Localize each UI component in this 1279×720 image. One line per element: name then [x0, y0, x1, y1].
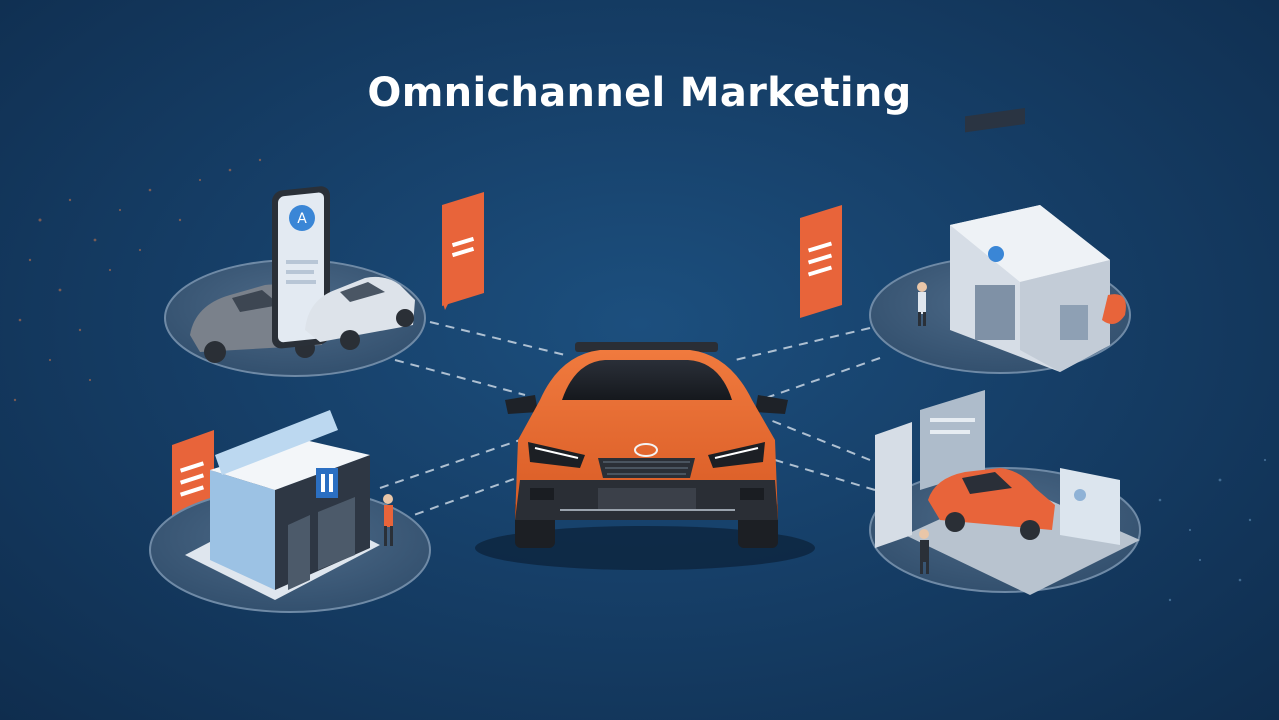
store-logo-icon	[316, 468, 338, 498]
chat-bubble-icon	[800, 205, 842, 318]
particle-dots-right	[1158, 458, 1267, 602]
particle-dots-left	[13, 158, 262, 402]
store-logo-icon	[988, 246, 1004, 262]
online-showroom-channel	[869, 390, 1141, 595]
flagship-store-channel	[149, 410, 431, 613]
chat-bubble-icon	[442, 192, 484, 310]
connector-lines	[379, 321, 881, 521]
orange-car-icon	[928, 468, 1055, 540]
page-title: Omnichannel Marketing	[367, 70, 912, 116]
orange-suv-icon	[475, 342, 815, 570]
person-icon	[917, 282, 927, 326]
app-logo-icon	[289, 205, 315, 231]
svg-text:A: A	[297, 211, 307, 227]
person-icon	[383, 494, 393, 546]
dealership-channel	[869, 107, 1131, 374]
white-car-icon	[305, 276, 415, 350]
person-icon	[919, 529, 929, 574]
mobile-app-channel: A	[164, 186, 426, 377]
